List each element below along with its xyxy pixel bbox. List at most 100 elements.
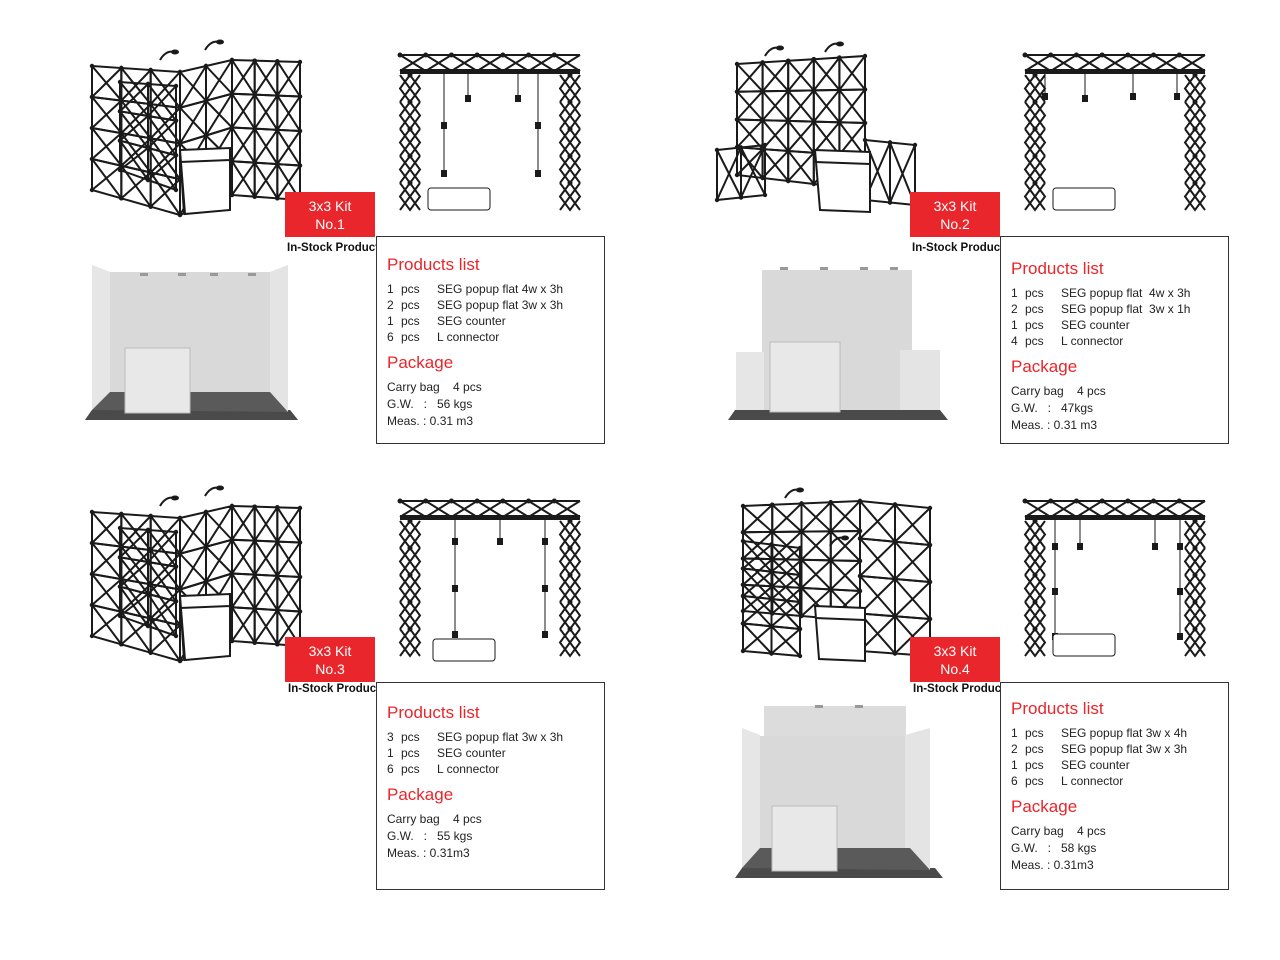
frame-hub xyxy=(297,540,303,545)
kit-tag: 3x3 Kit No.4 xyxy=(910,637,1000,682)
truss-segment xyxy=(425,54,452,72)
frame-hub xyxy=(203,133,209,138)
truss-hub xyxy=(526,52,532,58)
truss-hub xyxy=(1125,498,1131,504)
frame-hub xyxy=(837,120,842,125)
truss-hub xyxy=(407,599,413,605)
frame-hub xyxy=(89,63,95,69)
frame-hub xyxy=(119,642,124,647)
products-list-title: Products list xyxy=(1011,699,1104,718)
product-count: 1 xyxy=(1011,286,1018,300)
frame-hub xyxy=(740,621,746,626)
kit-tag-line2: No.4 xyxy=(940,661,970,677)
truss-hub xyxy=(1048,52,1054,58)
frame-hub xyxy=(760,89,765,94)
frame-hub xyxy=(229,537,235,542)
frame-hub xyxy=(738,145,744,150)
product-unit: pcs xyxy=(1025,758,1044,772)
counter-frame xyxy=(813,604,866,663)
truss-hub xyxy=(1192,72,1198,78)
product-count: 6 xyxy=(387,330,394,344)
frame-hub xyxy=(862,53,868,59)
truss-hub xyxy=(448,498,454,504)
counter-frame xyxy=(813,148,871,214)
truss-segment xyxy=(1101,54,1129,72)
frame-hub xyxy=(786,118,791,124)
truss-segment xyxy=(1050,500,1077,518)
frame-hub xyxy=(117,525,123,531)
frame-hub xyxy=(275,573,280,579)
frame-hub xyxy=(252,92,257,97)
frame-hub xyxy=(740,503,746,509)
booth-render xyxy=(85,265,298,420)
frame-hub xyxy=(177,587,183,592)
frame-hub xyxy=(117,584,123,589)
frame-hub xyxy=(811,57,816,62)
frame-hub xyxy=(811,181,816,187)
package-line: G.W. : 58 kgs xyxy=(1011,841,1097,855)
product-desc: L connector xyxy=(437,330,500,344)
frame-hub xyxy=(892,651,898,656)
frame-hub xyxy=(117,109,123,114)
top-view-diagram xyxy=(397,52,582,212)
counter-outline xyxy=(427,187,491,211)
booth-header xyxy=(764,706,906,736)
package-line: G.W. : 47kgs xyxy=(1011,401,1094,415)
frame-hub xyxy=(89,571,95,577)
frame-hub xyxy=(252,160,257,165)
frame-hub xyxy=(297,59,303,65)
truss-hub xyxy=(1151,498,1157,504)
product-count: 4 xyxy=(1011,334,1018,348)
frame-hub xyxy=(275,607,280,613)
frame-hub xyxy=(740,566,746,571)
truss-segment xyxy=(1183,181,1207,212)
kit-tag-line1: 3x3 Kit xyxy=(308,643,352,659)
truss-segment xyxy=(425,500,452,518)
lamp-head xyxy=(776,45,784,51)
truss-segment xyxy=(502,500,530,518)
truss-segment xyxy=(1153,54,1180,72)
frame-hub xyxy=(177,515,183,521)
product-desc: SEG counter xyxy=(1061,758,1130,772)
product-desc: SEG counter xyxy=(437,314,506,328)
frame-hub xyxy=(770,529,775,535)
frame-hub xyxy=(760,118,765,123)
booth-counter xyxy=(769,341,841,413)
truss-hub xyxy=(407,72,413,78)
frame-hub xyxy=(229,125,235,130)
frame-hub xyxy=(177,105,183,110)
product-unit: pcs xyxy=(401,746,420,760)
counter-outline xyxy=(1052,187,1116,211)
truss-segment xyxy=(1075,54,1103,72)
truss-hub xyxy=(474,498,480,504)
frame-hub xyxy=(203,579,209,584)
kit-tag-line1: 3x3 Kit xyxy=(933,198,977,214)
kit-tag: 3x3 Kit No.3 xyxy=(285,637,375,682)
product-count: 6 xyxy=(1011,774,1018,788)
frame-hub xyxy=(769,624,774,629)
truss-hub xyxy=(567,545,573,551)
lamp-head xyxy=(836,41,844,47)
truss-hub xyxy=(1073,52,1079,58)
counter-outline xyxy=(1052,633,1116,657)
truss-hub xyxy=(1099,52,1105,58)
frame-hub xyxy=(799,501,804,506)
spot-light xyxy=(1174,93,1180,100)
product-unit: pcs xyxy=(1025,286,1044,300)
frame-hub xyxy=(148,547,153,553)
kit-tag-line1: 3x3 Kit xyxy=(308,198,352,214)
frame-hub xyxy=(734,117,740,122)
frame-hub xyxy=(786,88,791,94)
frame-hub xyxy=(275,93,280,98)
truss-hub xyxy=(1192,599,1198,605)
truss-segment xyxy=(398,627,422,658)
frame-hub xyxy=(145,527,151,533)
product-count: 6 xyxy=(387,762,394,776)
